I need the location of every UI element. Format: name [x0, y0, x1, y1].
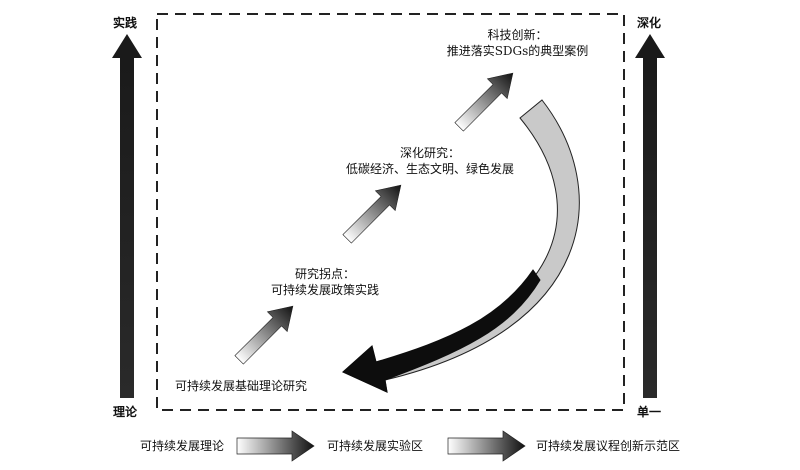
left-axis-bottom-label: 理论	[113, 405, 138, 419]
stage4-label: 科技创新： 推进落实SDGs的典型案例	[430, 27, 605, 59]
stage3-label: 深化研究： 低碳经济、生态文明、绿色发展	[340, 145, 520, 177]
stage4-title: 科技创新：	[487, 28, 548, 42]
flow-item-2: 可持续发展实验区	[327, 439, 424, 453]
stage-arrow-2	[342, 184, 402, 244]
stage1-label: 可持续发展基础理论研究	[175, 379, 308, 393]
stage4-subtitle: 推进落实SDGs的典型案例	[446, 44, 589, 58]
stage-arrow-3	[454, 72, 514, 132]
flow-item-1: 可持续发展理论	[140, 439, 225, 453]
flow-item-3: 可持续发展议程创新示范区	[536, 439, 681, 453]
dashed-frame	[156, 13, 625, 411]
stage2-subtitle: 可持续发展政策实践	[270, 283, 379, 297]
stage3-title: 深化研究：	[399, 146, 460, 160]
right-axis-top-label: 深化	[637, 16, 662, 30]
stage3-subtitle: 低碳经济、生态文明、绿色发展	[345, 162, 514, 176]
left-axis-top-label: 实践	[113, 16, 138, 30]
left-axis-arrow	[112, 34, 142, 398]
flow-arrow-1	[236, 430, 315, 462]
right-axis-bottom-label: 单一	[637, 405, 662, 419]
flow-arrow-2	[447, 430, 526, 462]
stage2-label: 研究拐点： 可持续发展政策实践	[250, 266, 400, 298]
right-axis-arrow	[635, 34, 665, 398]
stage2-title: 研究拐点：	[294, 267, 355, 281]
feedback-curve-arrow	[342, 99, 580, 393]
stage-arrow-1	[234, 305, 294, 365]
